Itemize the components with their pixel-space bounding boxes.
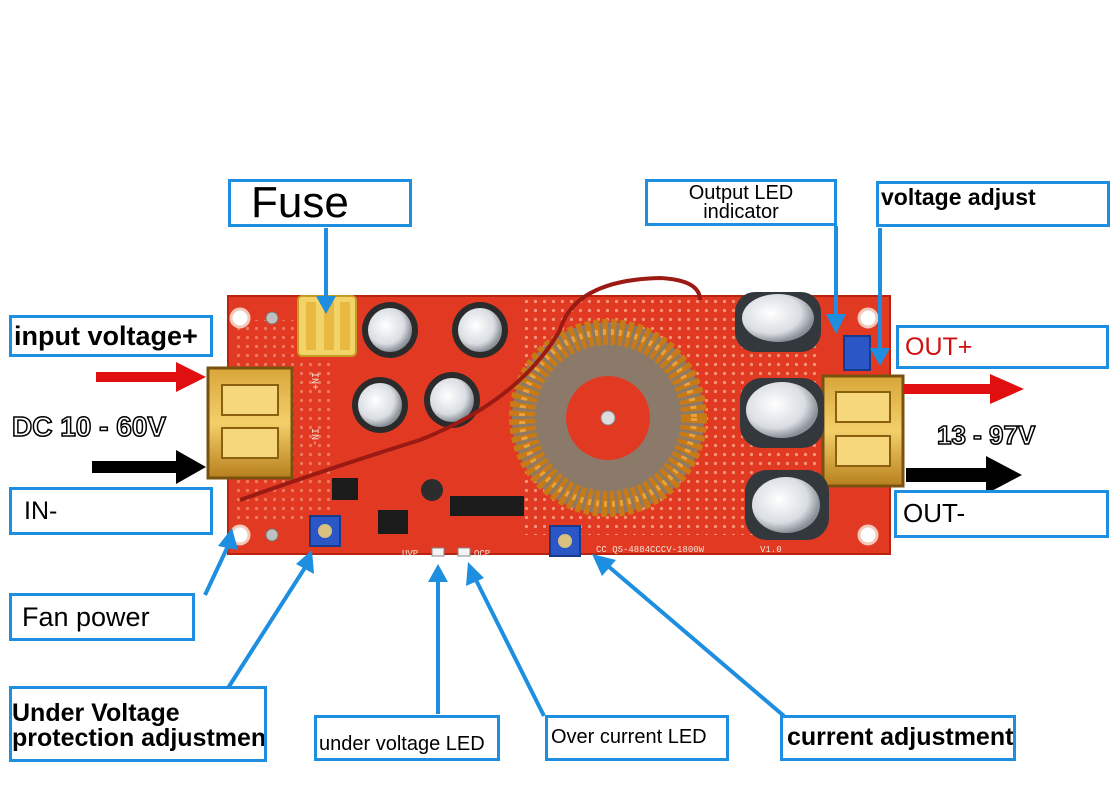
fan-power-label-text: Fan power (22, 602, 150, 632)
silk-in-minus: IN- (308, 428, 319, 446)
silk-ocp: OCP (474, 549, 490, 559)
in-minus-label-text: IN- (24, 497, 58, 525)
over-current-led-label-text: Over current LED (551, 726, 707, 748)
output-negative-arrow (906, 456, 1022, 494)
input-negative-arrow (92, 450, 206, 484)
input-voltage-plus-label-text: input voltage+ (14, 321, 198, 351)
output-led-label-line2: indicator (703, 201, 779, 223)
fan-power-label: Fan power (9, 593, 195, 641)
silk-version: V1.0 (760, 545, 782, 555)
output-led-label: Output LED indicator (645, 179, 837, 226)
input-range-label: DC 10 - 60V (11, 410, 167, 443)
silk-in-plus: IN+ (308, 372, 319, 390)
output-terminal (821, 374, 905, 488)
uvp-led (431, 547, 445, 557)
input-voltage-plus-label: input voltage+ (9, 315, 213, 357)
input-capacitors (352, 302, 508, 433)
out-plus-label-text: OUT+ (905, 333, 973, 361)
control-ics (332, 478, 524, 534)
under-voltage-protection-label-line2: protection adjustment (12, 724, 267, 752)
voltage-adjust-label-text: voltage adjust (881, 184, 1036, 210)
input-positive-arrow (96, 362, 206, 392)
output-range-label: 13 - 97V (936, 419, 1036, 451)
callout-arrows (203, 226, 890, 718)
silk-model: CC QS-4884CCCV-1800W (596, 545, 705, 555)
fuse-label-text: Fuse (251, 179, 349, 227)
current-adjustment-label: current adjustment (780, 715, 1016, 761)
ocp-led (457, 547, 471, 557)
fuse-label: Fuse (228, 179, 412, 227)
under-voltage-led-label: under voltage LED (314, 715, 500, 761)
out-plus-label: OUT+ (896, 325, 1109, 369)
toroid-inductor (509, 319, 707, 517)
current-adjustment-label-text: current adjustment (787, 723, 1014, 751)
out-minus-label-text: OUT- (903, 498, 966, 528)
under-voltage-protection-label-line1: Under Voltage (12, 699, 180, 727)
output-capacitors (735, 292, 829, 540)
fuse-component (297, 295, 357, 357)
under-voltage-led-label-text: under voltage LED (319, 733, 485, 755)
output-led-label-line1: Output LED (688, 182, 794, 204)
out-minus-label: OUT- (894, 490, 1109, 538)
over-current-led-label: Over current LED (545, 715, 729, 761)
jumper-wire (239, 275, 702, 502)
under-voltage-protection-label: Under Voltage protection adjustment (9, 686, 267, 762)
input-terminal (206, 366, 294, 480)
output-positive-arrow (904, 374, 1024, 404)
trim-pots (309, 335, 871, 557)
in-minus-label: IN- (9, 487, 213, 535)
silk-uvp: UVP (402, 549, 418, 559)
voltage-adjust-label: voltage adjust (876, 181, 1110, 227)
